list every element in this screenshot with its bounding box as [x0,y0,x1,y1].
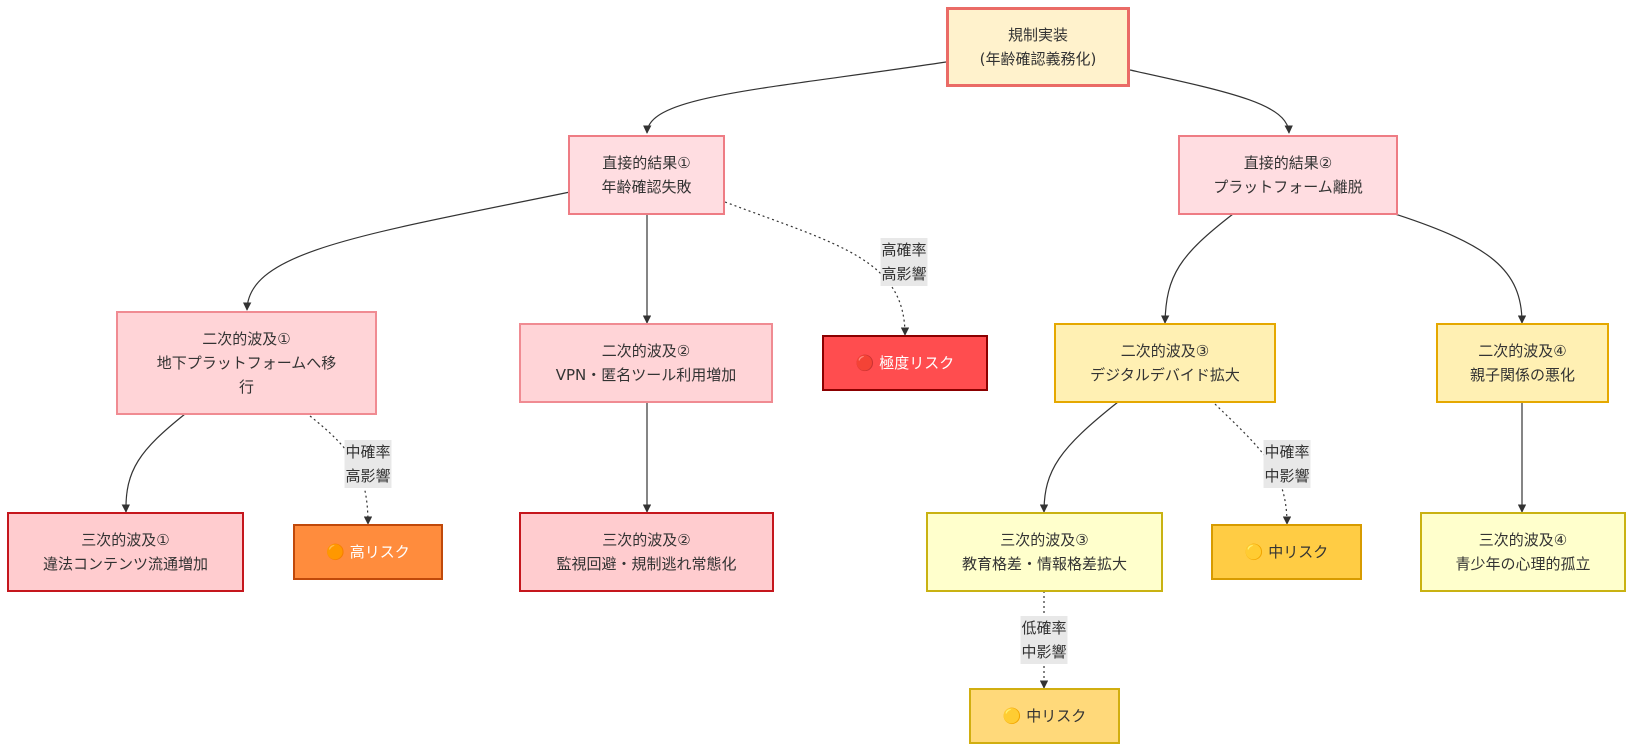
node-line: 規制実装 [1007,26,1068,44]
edge-direct1-extreme [724,201,910,336]
edge-label-line: 中確率 [345,443,391,461]
node-secondary-3[interactable]: 二次的波及③ デジタルデバイド拡大 [1054,323,1276,403]
node-line: 二次的波及③ [1120,342,1210,360]
node-line: 三次的波及④ [1478,531,1568,549]
node-line: 違法コンテンツ流通増加 [42,555,208,573]
edge-label-line: 高影響 [881,265,927,283]
edge-label-line: 中影響 [1021,643,1067,661]
edge-root-direct1 [643,61,947,134]
node-line: 三次的波及③ [1000,531,1089,549]
node-line: 🟠 高リスク [326,543,410,561]
edge-label-line: 高確率 [881,241,927,259]
node-line: (年齢確認義務化) [979,50,1097,68]
node-line: 三次的波及① [81,531,170,549]
edge-direct2-secondary3 [1160,213,1234,324]
node-line: プラットフォーム離脱 [1213,178,1363,196]
node-line: 教育格差・情報格差拡大 [961,555,1127,573]
node-regulation-implementation[interactable]: 規制実装 (年齢確認義務化) [946,7,1130,87]
edge-label-tertiary3-mid: 低確率 中影響 [1020,616,1068,664]
edge-label-secondary3-mid: 中確率 中影響 [1263,440,1311,488]
edge-label-line: 中影響 [1264,467,1310,485]
node-tertiary-3[interactable]: 三次的波及③ 教育格差・情報格差拡大 [926,512,1163,592]
node-line: 行 [238,378,254,396]
node-line: 監視回避・規制逃れ常態化 [556,555,737,573]
node-line: 三次的波及② [602,531,691,549]
node-direct-result-1[interactable]: 直接的結果① 年齢確認失敗 [568,135,725,215]
edge-label-line: 中確率 [1264,443,1310,461]
node-risk-mid-2[interactable]: 🟡 中リスク [969,688,1120,744]
node-secondary-4[interactable]: 二次的波及④ 親子関係の悪化 [1436,323,1609,403]
node-direct-result-2[interactable]: 直接的結果② プラットフォーム離脱 [1178,135,1398,215]
edge-label-secondary1-high: 中確率 高影響 [344,440,392,488]
node-line: 二次的波及① [202,330,291,348]
edge-root-direct2 [1129,69,1293,134]
node-line: 地下プラットフォームへ移 [156,354,337,372]
node-tertiary-1[interactable]: 三次的波及① 違法コンテンツ流通増加 [7,512,244,592]
edge-secondary1-tertiary1 [121,413,186,513]
edge-secondary3-mid [1214,403,1292,525]
node-risk-extreme[interactable]: 🔴 極度リスク [822,335,988,391]
edge-secondary3-tertiary3 [1039,401,1119,513]
node-line: 直接的結果① [602,154,691,172]
edge-direct1-secondary1 [242,191,571,311]
node-line: 二次的波及④ [1478,342,1567,360]
node-tertiary-4[interactable]: 三次的波及④ 青少年の心理的孤立 [1420,512,1626,592]
node-risk-mid[interactable]: 🟡 中リスク [1211,524,1362,580]
node-secondary-2[interactable]: 二次的波及② VPN・匿名ツール利用増加 [519,323,773,403]
edge-label-line: 高影響 [345,467,391,485]
node-line: 年齢確認失敗 [601,178,692,196]
edge-direct2-secondary4 [1394,213,1527,324]
node-line: 直接的結果② [1243,154,1333,172]
node-line: 🟡 中リスク [1002,707,1087,725]
node-line: VPN・匿名ツール利用増加 [555,366,737,384]
node-risk-high[interactable]: 🟠 高リスク [293,524,443,580]
node-line: 🔴 極度リスク [855,354,955,372]
node-line: 🟡 中リスク [1244,543,1329,561]
edge-secondary1-high [309,415,373,525]
node-line: 青少年の心理的孤立 [1455,555,1591,573]
node-line: 二次的波及② [601,342,691,360]
node-tertiary-2[interactable]: 三次的波及② 監視回避・規制逃れ常態化 [519,512,774,592]
edge-label-line: 低確率 [1021,619,1067,637]
node-secondary-1[interactable]: 二次的波及① 地下プラットフォームへ移 行 [116,311,377,415]
node-line: デジタルデバイド拡大 [1090,366,1240,384]
edge-label-direct1-extreme: 高確率 高影響 [880,238,928,286]
node-line: 親子関係の悪化 [1469,366,1575,384]
